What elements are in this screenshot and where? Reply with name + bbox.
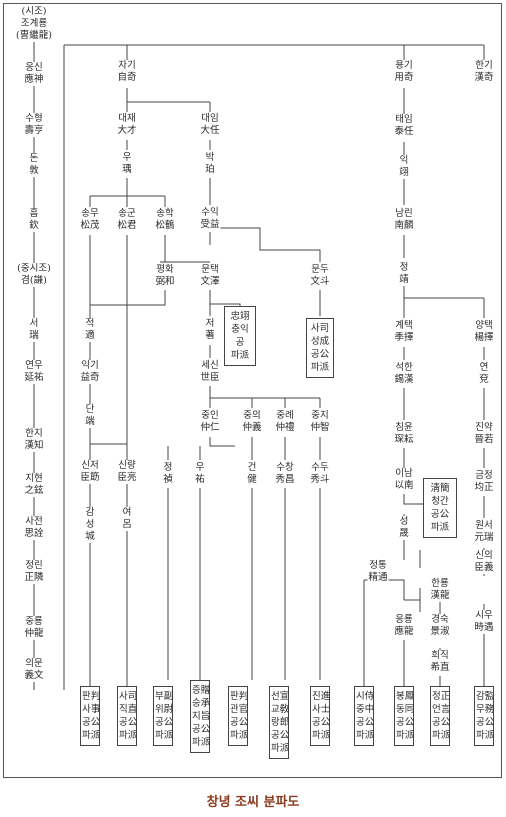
branch-box-9: 봉鳳 동同 공公 파派 — [394, 686, 414, 746]
node-hanryong: 한룡 漢龍 — [429, 578, 451, 602]
node-jeong-n: 정 禎 — [162, 462, 174, 486]
node-songgun: 송군 松君 — [116, 208, 138, 232]
node-g14: 의문 義文 — [23, 658, 45, 682]
node-suchang: 수창 秀昌 — [274, 462, 296, 486]
node-sinryang: 신량 臣亮 — [116, 460, 138, 484]
node-eungryong: 응룡 應龍 — [393, 614, 415, 638]
node-u: 우 瑀 — [121, 152, 133, 176]
node-yangtaek: 양택 楊擇 — [473, 320, 495, 344]
branch-box-7: 진進 사士 공公 파派 — [310, 686, 330, 746]
node-sesin: 세신 世臣 — [199, 360, 221, 384]
node-g12: 정린 正隣 — [23, 560, 45, 584]
node-g8: 연우 延祐 — [23, 360, 45, 384]
node-jagi: 자기 自奇 — [116, 60, 138, 84]
node-g6: (중시조) 겸(謙) — [16, 263, 52, 287]
diagram-frame — [3, 3, 502, 778]
node-g9: 한지 漢知 — [23, 428, 45, 452]
node-g5: 흠 欽 — [28, 208, 40, 232]
branch-box-saseong: 사司 성成 공公 파派 — [306, 318, 334, 378]
node-namrin: 남린 南麟 — [393, 208, 415, 232]
node-g2: 응신 應神 — [23, 62, 45, 86]
node-sinjeo: 신저 臣筯 — [79, 460, 101, 484]
branch-box-10: 정正 언言 공公 파派 — [430, 686, 450, 746]
node-yeomyeo: 여 呂 — [121, 507, 133, 531]
node-jeongsuk: 경숙 景淑 — [429, 614, 451, 638]
node-suik: 수익 受益 — [199, 207, 221, 231]
node-geon: 건 健 — [246, 462, 258, 486]
node-g13: 중룡 仲龍 — [23, 616, 45, 640]
branch-box-cheonggan: 淸簡 청간 공公 파派 — [423, 478, 457, 538]
node-bak: 박 珀 — [204, 152, 216, 176]
node-taeim: 태임 泰任 — [393, 114, 415, 138]
branch-box-6: 선宣 교敎 랑郎 공公 파派 — [269, 686, 289, 759]
node-jungji: 중지 仲智 — [309, 410, 331, 434]
node-gamseong: 감 성 城 — [84, 507, 96, 543]
node-g11: 사전 思詮 — [23, 516, 45, 540]
node-mundu: 문두 文斗 — [309, 264, 331, 288]
branch-box-5: 판判 관官 공公 파派 — [228, 686, 248, 746]
node-seong: 성 晟 — [398, 516, 410, 540]
node-songmu: 송무 松茂 — [79, 208, 101, 232]
branch-box-chungik: 忠翊 충익 공 파派 — [224, 306, 256, 366]
node-hangi: 한기 漢奇 — [473, 60, 495, 84]
node-yeon: 연 兗 — [478, 362, 490, 386]
node-founder: (시조) 조계룡 (曺繼龍) — [15, 6, 53, 42]
branch-box-8: 시侍 중中 공公 파派 — [354, 686, 374, 746]
node-g10: 지현 之鉉 — [23, 473, 45, 497]
node-wonseo: 원서 元瑞 — [473, 520, 495, 544]
branch-box-2: 사司 직直 공公 파派 — [117, 686, 137, 746]
node-inam: 이남 以南 — [393, 468, 415, 492]
node-gyetaek: 계택 季擇 — [393, 320, 415, 344]
node-jeong: 정 靖 — [398, 262, 410, 286]
branch-box-4: 증贈 승承 지旨 공公 파派 — [190, 680, 210, 753]
node-seokhan: 석한 錫漢 — [393, 362, 415, 386]
node-g3: 수형 壽亨 — [23, 113, 45, 137]
node-geumjeong: 금정 均正 — [473, 470, 495, 494]
node-u-n: 우 祐 — [194, 462, 206, 486]
node-daeim: 대임 大任 — [199, 113, 221, 137]
node-ik: 익 翊 — [398, 155, 410, 179]
node-je: 저 著 — [204, 318, 216, 342]
node-mundaek: 문택 文澤 — [199, 264, 221, 288]
node-jeongtong: 정통 精通 — [367, 560, 389, 584]
node-jeok: 적 適 — [84, 318, 96, 342]
branch-box-1: 판判 사事 공公 파派 — [80, 686, 100, 746]
node-sudu: 수두 秀斗 — [309, 462, 331, 486]
node-jinyak: 진약 晉若 — [473, 422, 495, 446]
node-g4: 돈 敦 — [28, 153, 40, 177]
node-ikgi: 익기 益奇 — [79, 360, 101, 384]
node-chimun: 침윤 琛耘 — [393, 422, 415, 446]
node-yonggi: 용기 用奇 — [393, 60, 415, 84]
node-dan: 단 端 — [84, 404, 96, 428]
node-siu: 시우 時遇 — [473, 610, 495, 634]
branch-box-11: 감監 무務 공公 파派 — [474, 686, 494, 746]
diagram-title: 창녕 조씨 분파도 — [206, 795, 300, 810]
node-songhak: 송학 松鶴 — [154, 208, 176, 232]
node-g7: 서 瑞 — [28, 318, 40, 342]
node-jungui: 중의 仲義 — [241, 410, 263, 434]
node-hoejik: 희직 希直 — [429, 650, 451, 674]
node-pyeonghwa: 평화 弼和 — [154, 264, 176, 288]
node-jungin: 중인 仲仁 — [199, 410, 221, 434]
node-jungrye: 중례 仲禮 — [274, 410, 296, 434]
branch-box-3: 부副 위尉 공公 파派 — [153, 686, 173, 746]
node-daejae: 대재 大才 — [116, 113, 138, 137]
node-sinui: 신의 臣義 — [473, 550, 495, 574]
